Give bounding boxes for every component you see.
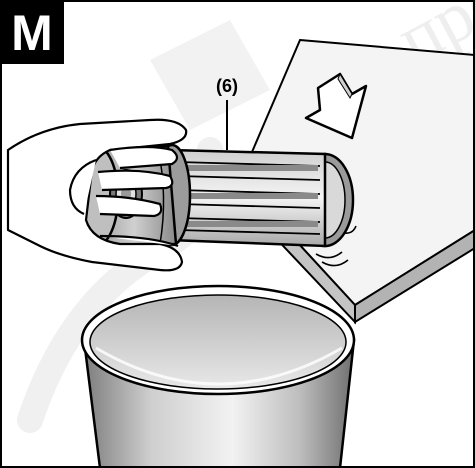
step-badge: M — [0, 0, 64, 64]
waste-bin — [80, 284, 356, 468]
part-callout: (6) — [216, 76, 238, 150]
hand — [6, 118, 188, 272]
step-letter: M — [11, 5, 53, 61]
part-number-label: (6) — [216, 76, 238, 96]
downward-arrow-icon — [304, 72, 368, 140]
